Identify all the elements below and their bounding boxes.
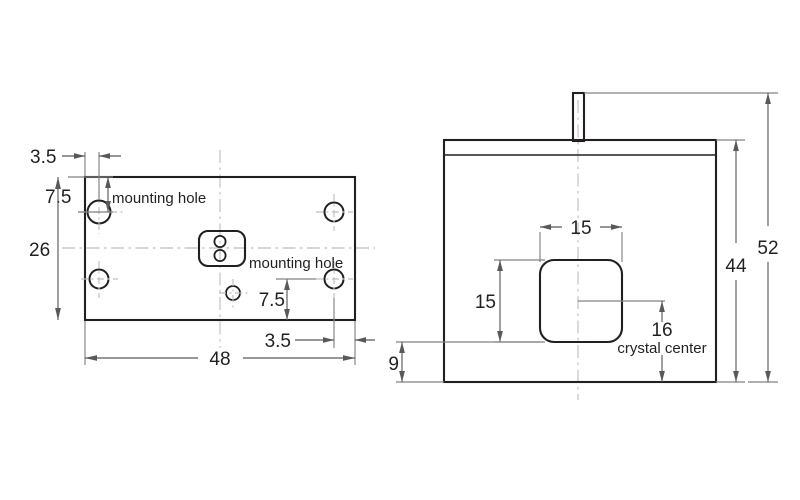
dim-crystal-height: 15 xyxy=(475,259,545,343)
dim-base-offset: 9 xyxy=(388,341,540,383)
dim-crystal-width-label: 15 xyxy=(570,218,591,239)
dim-crystal-height-label: 15 xyxy=(475,292,496,313)
mounting-hole-bottom-left xyxy=(81,261,118,298)
label-crystal-center: crystal center xyxy=(617,340,706,357)
dim-plate-height: 26 xyxy=(29,177,61,320)
connector-block xyxy=(197,229,247,268)
label-mounting-hole-top: mounting hole xyxy=(112,190,206,207)
dim-9-label: 9 xyxy=(388,354,399,375)
side-view: 15 15 16 crystal center xyxy=(388,91,779,400)
front-view: 3.5 7.5 26 48 xyxy=(29,147,375,370)
mounting-hole-bottom-center xyxy=(219,279,248,308)
dim-48-label: 48 xyxy=(209,349,230,370)
dim-crystal-center: 16 crystal center xyxy=(578,300,707,382)
front-plate-outline xyxy=(83,175,357,322)
dim-left-edge-offset: 3.5 xyxy=(30,147,121,200)
dim-16-label: 16 xyxy=(651,320,672,341)
dim-top-edge-offset: 7.5 xyxy=(45,176,113,213)
dim-crystal-width: 15 xyxy=(539,218,623,262)
mounting-hole-top-right xyxy=(316,194,353,231)
dim-3-5-bottom-label: 3.5 xyxy=(265,331,291,352)
dim-plate-width: 48 xyxy=(84,321,356,370)
dim-bottom-right-offset: 7.5 xyxy=(259,278,316,320)
dim-total-height: 52 xyxy=(584,92,779,383)
dim-body-height: 44 xyxy=(716,139,747,383)
dim-right-edge-offset: 3.5 xyxy=(265,298,375,352)
mounting-hole-bottom-right xyxy=(316,261,353,298)
dim-26-label: 26 xyxy=(29,240,50,261)
label-mounting-hole-right: mounting hole xyxy=(249,255,343,272)
dim-44-label: 44 xyxy=(725,256,747,277)
side-plate-outline xyxy=(442,138,718,384)
dim-3-5-top-label: 3.5 xyxy=(30,147,56,168)
dim-7-5-bottom-label: 7.5 xyxy=(259,290,285,311)
dim-52-label: 52 xyxy=(757,238,778,259)
